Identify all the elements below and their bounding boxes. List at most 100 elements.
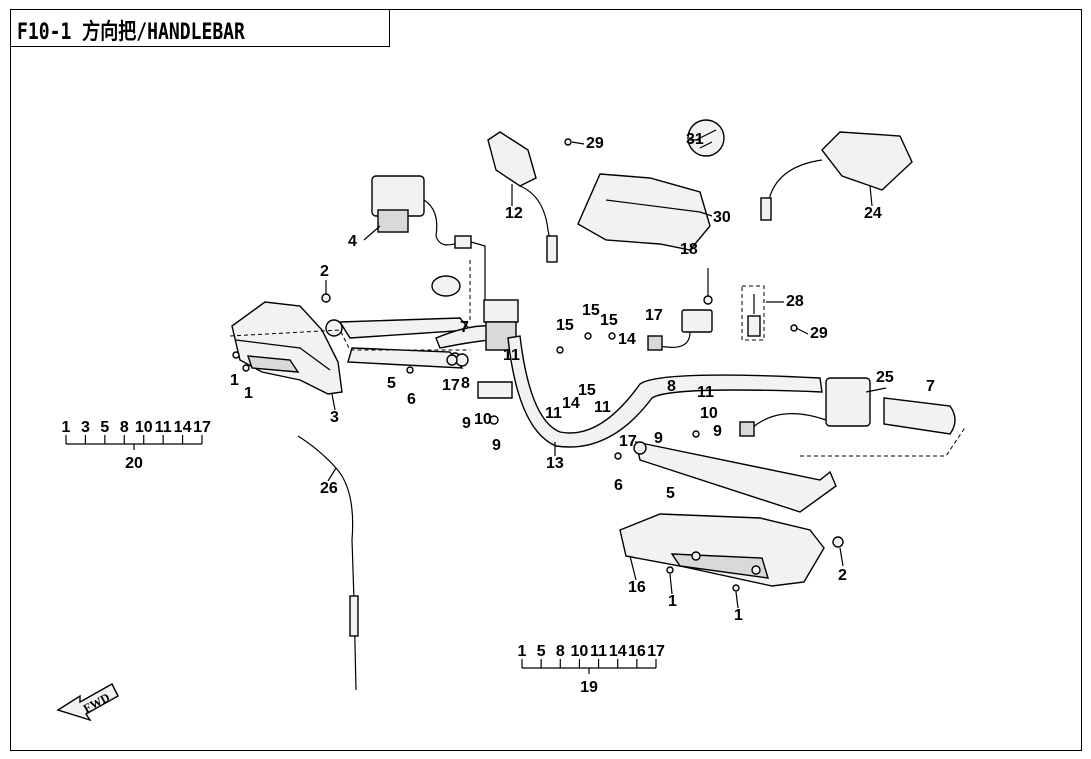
callout-c11d: 11	[697, 384, 714, 401]
callout-c30: 30	[713, 209, 731, 226]
asm19-member: 14	[609, 643, 627, 660]
callout-c29b: 29	[810, 325, 828, 342]
asm19-member: 1	[518, 643, 527, 660]
callout-leader-c1d	[735, 591, 739, 609]
callout-c11b: 11	[545, 405, 562, 422]
callout-c11c: 11	[594, 399, 611, 416]
callout-c17b: 17	[645, 307, 663, 324]
left-mirror	[487, 131, 558, 263]
left-hand-guard	[231, 301, 343, 395]
callout-c5b: 5	[666, 485, 675, 502]
callout-c3: 3	[330, 409, 339, 426]
callout-leader-c25	[865, 387, 887, 393]
callout-c18: 18	[680, 241, 698, 258]
right-small-switch	[647, 295, 713, 351]
asm19-member: 5	[537, 643, 546, 660]
title-box: F10-1 方向把/HANDLEBAR	[10, 9, 390, 47]
meter-cover	[577, 173, 711, 251]
handlebar	[507, 335, 823, 448]
left-guard-bracket	[325, 317, 472, 369]
callout-c29a: 29	[586, 135, 604, 152]
emblem	[687, 119, 725, 157]
callout-c11a: 11	[503, 347, 520, 364]
callout-c9d: 9	[713, 423, 722, 440]
asm20-member: 8	[120, 419, 129, 436]
callout-leader-c2b	[839, 547, 844, 567]
callout-c6a: 6	[407, 391, 416, 408]
left-clamp	[477, 381, 513, 425]
callout-c15a: 15	[556, 317, 574, 334]
drawing-frame	[10, 9, 1082, 751]
callout-c10a: 10	[474, 411, 492, 428]
asm20-member: 1	[62, 419, 71, 436]
callout-c17a: 17	[442, 377, 460, 394]
callout-c28: 28	[786, 293, 804, 310]
callout-c7a: 7	[460, 319, 469, 336]
asm19-member: 17	[647, 643, 665, 660]
callout-c8b: 8	[667, 378, 676, 395]
right-mirror	[760, 131, 913, 221]
callout-c7b: 7	[926, 378, 935, 395]
callout-c31: 31	[686, 131, 704, 148]
callout-c8a: 8	[461, 375, 470, 392]
brake-master-cylinder	[371, 175, 486, 305]
callout-c17c: 17	[619, 433, 637, 450]
callout-c2b: 2	[838, 567, 847, 584]
callout-c1b: 1	[244, 385, 253, 402]
callout-c5a: 5	[387, 375, 396, 392]
callout-c1a: 1	[230, 372, 239, 389]
right-hand-guard	[619, 513, 825, 587]
asm19-member: 16	[628, 643, 646, 660]
asm19-member: 10	[571, 643, 589, 660]
asm19-number: 19	[580, 679, 598, 696]
callout-c16: 16	[628, 579, 646, 596]
callout-leader-c16	[629, 555, 637, 581]
callout-leader-c24	[869, 185, 873, 207]
callout-c15c: 15	[600, 312, 618, 329]
asm19-member: 11	[590, 643, 607, 660]
callout-c9b: 9	[492, 437, 501, 454]
callout-leader-c29a	[571, 141, 585, 145]
callout-c10b: 10	[700, 405, 718, 422]
callout-c12: 12	[505, 205, 523, 222]
callout-c14b: 14	[618, 331, 636, 348]
callout-leader-c1c	[669, 573, 673, 595]
callout-leader-c4	[363, 225, 381, 241]
asm20-member: 10	[135, 419, 153, 436]
callout-c2a: 2	[320, 263, 329, 280]
callout-c1c: 1	[668, 593, 677, 610]
callout-c24: 24	[864, 205, 882, 222]
right-guard-bracket	[633, 441, 837, 513]
asm20-member: 14	[174, 419, 192, 436]
right-switch-grip	[739, 377, 956, 437]
callout-c14a: 14	[562, 395, 580, 412]
asm20-member: 3	[81, 419, 90, 436]
asm20-number: 20	[125, 455, 143, 472]
asm20-member: 17	[193, 419, 211, 436]
callout-c9c: 9	[654, 430, 663, 447]
asm20-member: 5	[100, 419, 109, 436]
callout-leader-c26	[327, 467, 337, 482]
callout-c25: 25	[876, 369, 894, 386]
callout-leader-c3	[331, 393, 336, 411]
callout-c26: 26	[320, 480, 338, 497]
page-title: F10-1 方向把/HANDLEBAR	[17, 20, 245, 45]
bracket-28	[741, 285, 765, 341]
assembly-dashed-outlines	[229, 260, 967, 457]
callout-c15d: 15	[578, 382, 596, 399]
callout-c9a: 9	[462, 415, 471, 432]
callout-c4: 4	[348, 233, 357, 250]
callout-c6b: 6	[614, 477, 623, 494]
fasteners	[232, 138, 844, 592]
callout-leader-c30	[699, 211, 713, 217]
callout-c15b: 15	[582, 302, 600, 319]
asm19-member: 8	[556, 643, 565, 660]
throttle-cable	[297, 435, 359, 691]
callout-c1d: 1	[734, 607, 743, 624]
asm20-member: 11	[155, 419, 172, 436]
callout-c13: 13	[546, 455, 564, 472]
forward-direction-arrow: FWD	[56, 683, 119, 722]
